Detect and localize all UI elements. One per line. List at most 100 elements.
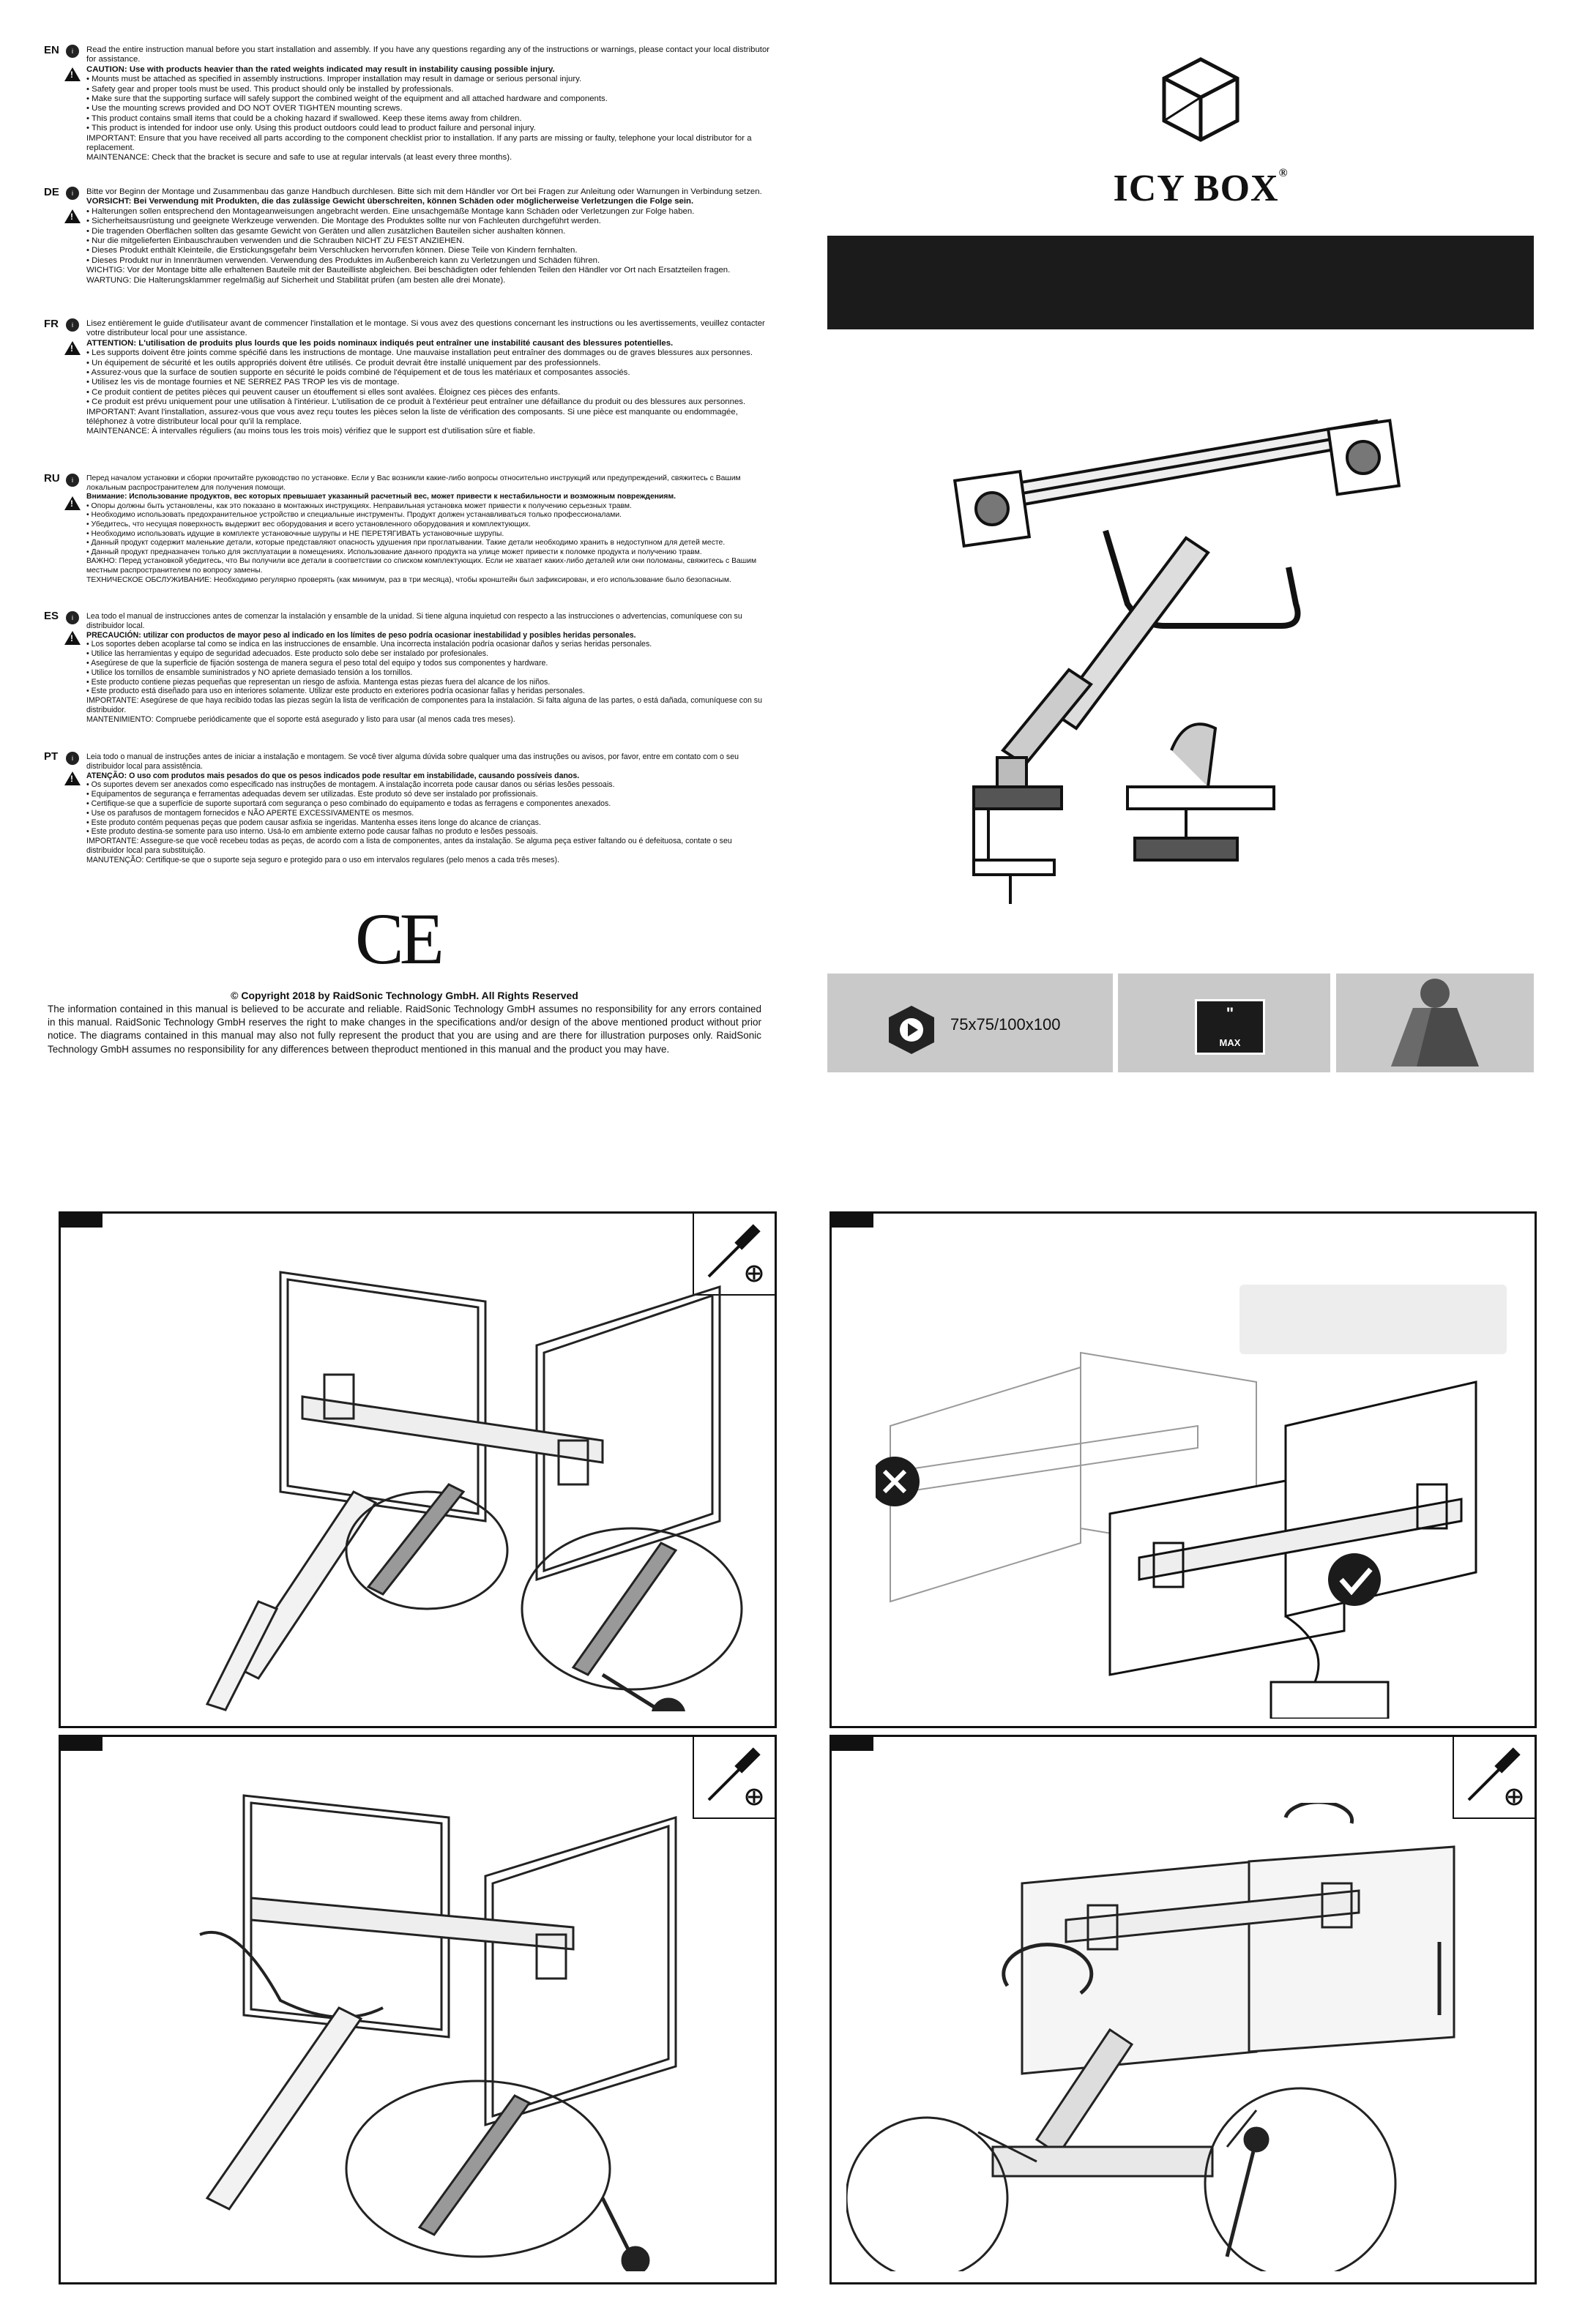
bullet-text: • Dieses Produkt enthält Kleinteile, die… bbox=[86, 246, 578, 255]
screwdriver-tool-box bbox=[1453, 1735, 1536, 1819]
step-panel-1 bbox=[59, 1211, 777, 1728]
info-icon: i bbox=[66, 45, 79, 58]
correct-icon bbox=[1328, 1553, 1381, 1606]
brand-name: ICY BOX bbox=[1113, 168, 1279, 209]
info-icon: i bbox=[66, 474, 79, 487]
caution-text: Внимание: Использование продуктов, вес к… bbox=[86, 493, 676, 501]
warning-icon bbox=[64, 631, 81, 645]
bullet-text: • Os suportes devem ser anexados como es… bbox=[86, 780, 615, 790]
step-tab bbox=[829, 1735, 873, 1751]
bullet-text: • Los soportes deben acoplarse tal como … bbox=[86, 640, 652, 649]
info-icon: i bbox=[66, 611, 79, 624]
warning-icon bbox=[64, 209, 81, 223]
caution-text: ATENÇÃO: O uso com produtos mais pesados… bbox=[86, 771, 580, 780]
bullet-text: • Safety gear and proper tools must be u… bbox=[86, 84, 454, 94]
vesa-icon bbox=[886, 1004, 937, 1055]
brand-cube-icon bbox=[1157, 55, 1245, 143]
screwdriver-tool-box bbox=[693, 1212, 776, 1296]
bullet-text: • Certifique-se que a superfície de supo… bbox=[86, 799, 611, 808]
bullet-text: • Les supports doivent être joints comme… bbox=[86, 348, 753, 358]
bullet-text: • Убедитесь, что несущая поверхность выд… bbox=[86, 520, 531, 528]
important-text: IMPORTANT: Avant l'installation, assurez… bbox=[86, 407, 738, 427]
bullet-text: • Este produto contém pequenas peças que… bbox=[86, 818, 541, 827]
warning-icon bbox=[64, 771, 81, 785]
warning-icon bbox=[64, 341, 81, 355]
spec-strip-vesa bbox=[827, 974, 1113, 1072]
bullet-text: • Данный продукт содержит маленькие дета… bbox=[86, 539, 726, 548]
important-text: IMPORTANTE: Asegúrese de que haya recibi… bbox=[86, 696, 762, 714]
bullet-text: • Un équipement de sécurité et les outil… bbox=[86, 358, 601, 367]
step-panel-2 bbox=[829, 1211, 1537, 1728]
info-icon: i bbox=[66, 318, 79, 332]
bullet-text: • Use os parafusos de montagem fornecido… bbox=[86, 808, 414, 818]
important-text: IMPORTANTE: Assegure-se que você recebeu… bbox=[86, 837, 732, 855]
lang-block-ru: RU i Перед началом установки и сборки пр… bbox=[44, 472, 771, 613]
intro-text: Lea todo el manual de instrucciones ante… bbox=[86, 612, 742, 630]
lang-text: Lea todo el manual de instrucciones ante… bbox=[86, 612, 771, 725]
bullet-text: • Use the mounting screws provided and D… bbox=[86, 104, 403, 113]
lang-code: EN bbox=[44, 44, 59, 56]
product-illustration bbox=[944, 406, 1413, 904]
vesa-size-text: 75x75/100x100 bbox=[950, 1015, 1061, 1034]
step-tab bbox=[59, 1211, 102, 1228]
caution-text: ATTENTION: L'utilisation de produits plu… bbox=[86, 338, 674, 348]
lang-block-es: ES i Lea todo el manual de instrucciones… bbox=[44, 610, 771, 740]
lang-text: Перед началом установки и сборки прочита… bbox=[86, 474, 771, 585]
bullet-text: • Die tragenden Oberflächen sollten das … bbox=[86, 226, 566, 236]
max-load-quote: " bbox=[1226, 1004, 1234, 1023]
bullet-text: • Nur die mitgelieferten Einbauschrauben… bbox=[86, 236, 465, 246]
bullet-text: • Make sure that the supporting surface … bbox=[86, 94, 608, 104]
screwdriver-tool-box bbox=[693, 1735, 776, 1819]
step-4-illustration bbox=[846, 1803, 1455, 2271]
bullet-text: • Assurez-vous que la surface de soutien… bbox=[86, 368, 630, 378]
bullet-text: • This product contains small items that… bbox=[86, 113, 522, 123]
copyright-text: © Copyright 2018 by RaidSonic Technology… bbox=[231, 990, 578, 1001]
bullet-text: • Необходимо использовать идущие в компл… bbox=[86, 529, 504, 538]
weight-icon bbox=[1387, 977, 1483, 1069]
maintenance-text: MAINTENANCE: Check that the bracket is s… bbox=[86, 153, 512, 162]
bullet-text: • Sicherheitsausrüstung und geeignete We… bbox=[86, 217, 601, 226]
step-1-illustration bbox=[205, 1271, 743, 1711]
warning-icon bbox=[64, 496, 81, 510]
info-icon: i bbox=[66, 752, 79, 765]
step-panel-3 bbox=[59, 1735, 777, 2284]
bullet-text: • Опоры должны быть установлены, как это… bbox=[86, 501, 632, 510]
intro-text: Bitte vor Beginn der Montage und Zusamme… bbox=[86, 187, 762, 196]
step-panel-4 bbox=[829, 1735, 1537, 2284]
lang-code: PT bbox=[44, 750, 59, 763]
maintenance-text: MANTENIMIENTO: Compruebe periódicamente … bbox=[86, 714, 515, 724]
lang-code: ES bbox=[44, 610, 59, 622]
brand-logo: ICY BOX® bbox=[1091, 167, 1311, 210]
lang-block-fr: FR i Lisez entièrement le guide d'utilis… bbox=[44, 318, 771, 458]
caution-text: CAUTION: Use with products heavier than … bbox=[86, 64, 555, 74]
lang-text: Lisez entièrement le guide d'utilisateur… bbox=[86, 319, 771, 437]
bullet-text: • Asegúrese de que la superficie de fija… bbox=[86, 658, 548, 668]
ce-mark: CE bbox=[355, 898, 444, 979]
bullet-text: • Equipamentos de segurança e ferramenta… bbox=[86, 790, 538, 799]
info-icon: i bbox=[66, 187, 79, 200]
important-text: WICHTIG: Vor der Montage bitte alle erha… bbox=[86, 266, 731, 275]
bullet-text: • Dieses Produkt nur in Innenräumen verw… bbox=[86, 255, 600, 265]
disclaimer-text: The information contained in this manual… bbox=[48, 1004, 761, 1055]
maintenance-text: ТЕХНИЧЕСКОЕ ОБСЛУЖИВАНИЕ: Необходимо рег… bbox=[86, 575, 731, 584]
note-box bbox=[1239, 1285, 1507, 1354]
warning-icon bbox=[64, 67, 81, 81]
intro-text: Leia todo o manual de instruções antes d… bbox=[86, 752, 739, 771]
maintenance-text: MANUTENÇÃO: Certifique-se que o suporte … bbox=[86, 855, 559, 864]
lang-text: Bitte vor Beginn der Montage und Zusamme… bbox=[86, 187, 771, 285]
bullet-text: • Данный продукт предназначен только для… bbox=[86, 548, 702, 556]
bullet-text: • This product is intended for indoor us… bbox=[86, 124, 536, 133]
lang-block-pt: PT i Leia todo o manual de instruções an… bbox=[44, 750, 769, 888]
maintenance-text: MAINTENANCE: À intervalles réguliers (au… bbox=[86, 427, 536, 436]
intro-text: Lisez entièrement le guide d'utilisateur… bbox=[86, 319, 765, 338]
title-bar bbox=[827, 236, 1534, 329]
step-2-illustration bbox=[876, 1351, 1477, 1719]
bullet-text: • Este producto contiene piezas pequeñas… bbox=[86, 677, 551, 687]
bullet-text: • Utilisez les vis de montage fournies e… bbox=[86, 378, 400, 387]
lang-code: FR bbox=[44, 318, 59, 330]
important-text: IMPORTANT: Ensure that you have received… bbox=[86, 133, 752, 153]
bullet-text: • Utilice los tornillos de ensamble sumi… bbox=[86, 668, 413, 677]
intro-text: Read the entire instruction manual befor… bbox=[86, 45, 770, 64]
lang-code: RU bbox=[44, 472, 60, 485]
bullet-text: • Este produto destina-se somente para u… bbox=[86, 827, 538, 837]
